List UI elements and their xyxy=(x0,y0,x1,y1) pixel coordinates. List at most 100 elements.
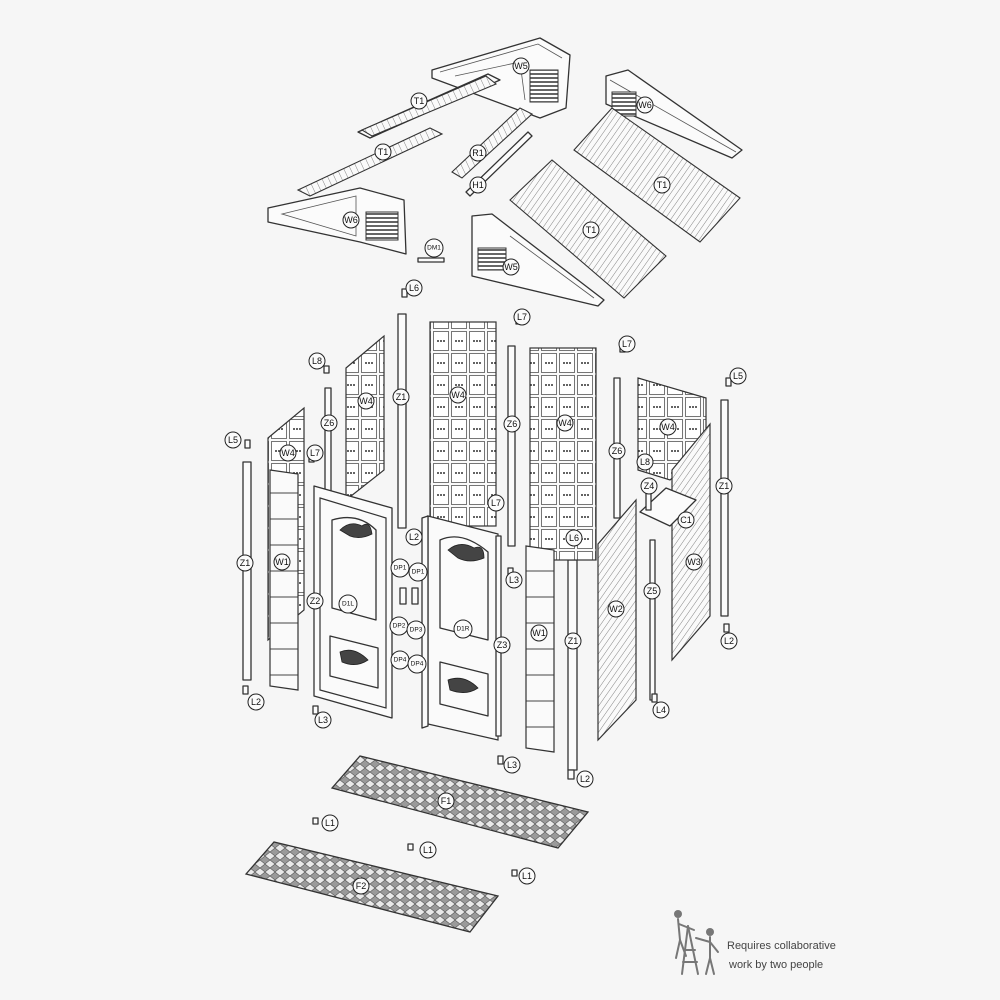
label-text: L2 xyxy=(409,532,419,542)
label-dp1-a: DP1 xyxy=(390,558,410,578)
label-text: Z1 xyxy=(240,558,251,568)
label-circle xyxy=(556,414,574,432)
label-text: L3 xyxy=(318,715,328,725)
label-circle xyxy=(659,418,677,436)
post-z1-right xyxy=(720,399,729,617)
label-circle xyxy=(677,511,695,529)
collaboration-note: Requires collaborative work by two peopl… xyxy=(727,937,836,975)
label-l8-a: L8 xyxy=(308,352,326,370)
label-text: Z1 xyxy=(719,481,730,491)
label-l2-d: L2 xyxy=(720,632,738,650)
roof-gable-w5-top xyxy=(431,37,571,119)
label-circle xyxy=(636,96,654,114)
floor-panel-f1 xyxy=(330,755,590,849)
label-t1-c: T1 xyxy=(653,176,671,194)
label-w5-top: W5 xyxy=(512,57,530,75)
wall-panel-w3 xyxy=(671,422,711,662)
label-text: DP4 xyxy=(394,657,407,664)
label-text: R1 xyxy=(472,148,484,158)
label-l6-b: L6 xyxy=(565,529,583,547)
label-circle xyxy=(453,619,473,639)
label-l5-a: L5 xyxy=(729,367,747,385)
label-text: W2 xyxy=(609,604,623,614)
label-z2: Z2 xyxy=(306,592,324,610)
label-circle xyxy=(306,444,324,462)
label-w6-right: W6 xyxy=(636,96,654,114)
label-text: L2 xyxy=(251,697,261,707)
label-circle xyxy=(410,92,428,110)
label-l3-c: L3 xyxy=(503,756,521,774)
label-text: W5 xyxy=(504,262,518,272)
roof-panel-t1-upper-left xyxy=(357,73,501,139)
label-text: L5 xyxy=(733,371,743,381)
label-text: L8 xyxy=(640,457,650,467)
label-circle xyxy=(408,562,428,582)
label-w1-b: W1 xyxy=(530,624,548,642)
label-text: Z6 xyxy=(612,446,623,456)
label-circle xyxy=(392,388,410,406)
label-circle xyxy=(437,792,455,810)
label-w2: W2 xyxy=(607,600,625,618)
label-text: W6 xyxy=(344,215,358,225)
label-l1-b: L1 xyxy=(419,841,437,859)
label-r1: R1 xyxy=(469,144,487,162)
label-circle xyxy=(505,571,523,589)
label-text: W3 xyxy=(687,557,701,567)
label-z6-a: Z6 xyxy=(320,414,338,432)
label-circle xyxy=(449,386,467,404)
label-circle xyxy=(352,877,370,895)
label-l3-b: L3 xyxy=(314,711,332,729)
label-text: DP3 xyxy=(410,627,423,634)
label-l2-c: L2 xyxy=(576,770,594,788)
label-text: W4 xyxy=(281,448,295,458)
wall-panel-w4-center-right xyxy=(529,347,597,561)
label-circle xyxy=(565,529,583,547)
label-circle xyxy=(576,770,594,788)
label-text: T1 xyxy=(657,180,668,190)
label-w4-b: W4 xyxy=(449,386,467,404)
label-z6-b: Z6 xyxy=(503,415,521,433)
label-text: D1R xyxy=(456,626,469,633)
label-f2: F2 xyxy=(352,877,370,895)
label-circle xyxy=(608,442,626,460)
label-circle xyxy=(653,176,671,194)
label-z5: Z5 xyxy=(643,582,661,600)
label-w4-d: W4 xyxy=(659,418,677,436)
label-t1-d: T1 xyxy=(582,221,600,239)
label-l7-a: L7 xyxy=(513,308,531,326)
dm1-part xyxy=(417,257,445,263)
label-circle xyxy=(320,414,338,432)
label-text: Z3 xyxy=(497,640,508,650)
label-l2-b: L2 xyxy=(247,693,265,711)
label-text: W4 xyxy=(359,396,373,406)
label-l7-b: L7 xyxy=(618,335,636,353)
label-t1-b: T1 xyxy=(374,143,392,161)
label-l1-c: L1 xyxy=(518,867,536,885)
label-circle xyxy=(224,431,242,449)
label-w4-a: W4 xyxy=(357,392,375,410)
label-circle xyxy=(643,582,661,600)
label-circle xyxy=(503,756,521,774)
label-circle xyxy=(582,221,600,239)
wall-panel-w1-right xyxy=(525,545,555,753)
label-w3: W3 xyxy=(685,553,703,571)
label-z6-c: Z6 xyxy=(608,442,626,460)
label-circle xyxy=(493,636,511,654)
label-text: D1L xyxy=(342,601,354,608)
label-z4: Z4 xyxy=(640,477,658,495)
label-dm1: DM1 xyxy=(424,238,444,258)
label-text: L4 xyxy=(656,705,666,715)
label-z3: Z3 xyxy=(493,636,511,654)
label-circle xyxy=(308,352,326,370)
label-text: DP1 xyxy=(394,565,407,572)
label-text: Z6 xyxy=(324,418,335,428)
label-circle xyxy=(279,444,297,462)
label-l5-b: L5 xyxy=(224,431,242,449)
wall-panel-w2 xyxy=(597,498,637,742)
roof-gable-w5-front xyxy=(471,213,605,307)
label-text: Z1 xyxy=(396,392,407,402)
label-l6-a: L6 xyxy=(405,279,423,297)
label-text: DP4 xyxy=(411,661,424,668)
label-circle xyxy=(513,308,531,326)
